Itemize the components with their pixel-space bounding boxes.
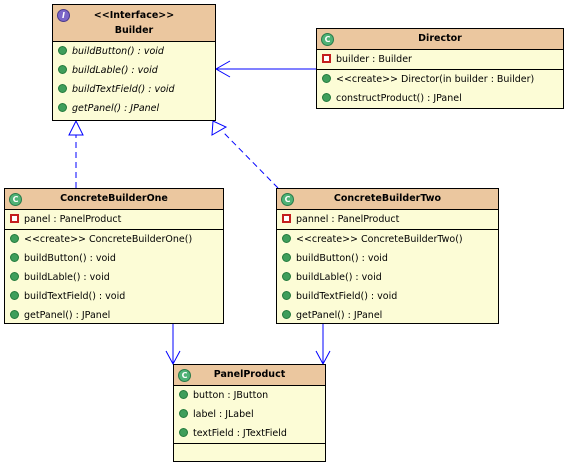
operation-item: buildLable() : void (53, 61, 215, 80)
class-concrete-builder-two-operations: <<create>> ConcreteBuilderTwo() buildBut… (277, 230, 498, 325)
attribute-item: pannel : PanelProduct (277, 210, 498, 229)
public-visibility-icon (282, 234, 291, 243)
operation-item: getPanel() : JPanel (53, 99, 215, 118)
public-visibility-icon (58, 103, 67, 112)
class-concrete-builder-one-attributes: panel : PanelProduct (5, 210, 223, 230)
private-visibility-icon (322, 54, 331, 63)
attribute-item: textField : JTextField (174, 424, 325, 443)
operation-item: <<create>> ConcreteBuilderOne() (5, 230, 223, 249)
class-panel-product-name: PanelProduct (213, 369, 286, 380)
two-builder-realization (221, 130, 279, 189)
public-visibility-icon (58, 84, 67, 93)
public-visibility-icon (322, 74, 331, 83)
operation-item: getPanel() : JPanel (5, 306, 223, 325)
class-icon: C (281, 193, 294, 206)
class-concrete-builder-one-header: C ConcreteBuilderOne (5, 189, 223, 210)
public-visibility-icon (322, 93, 331, 102)
class-concrete-builder-two-header: C ConcreteBuilderTwo (277, 189, 498, 210)
class-panel-product-header: C PanelProduct (174, 365, 325, 386)
public-visibility-icon (10, 253, 19, 262)
class-director-name: Director (418, 33, 462, 44)
public-visibility-icon (179, 428, 188, 437)
operation-item: getPanel() : JPanel (277, 306, 498, 325)
class-concrete-builder-one-name: ConcreteBuilderOne (60, 193, 168, 204)
attribute-item: button : JButton (174, 386, 325, 405)
operation-item: constructProduct() : JPanel (317, 89, 563, 108)
class-panel-product-operations (174, 444, 325, 462)
realization-arrowhead-two (211, 120, 228, 136)
class-director-header: C Director (317, 29, 563, 50)
public-visibility-icon (282, 291, 291, 300)
public-visibility-icon (179, 409, 188, 418)
operation-item: buildTextField() : void (53, 80, 215, 99)
operation-item: <<create>> Director(in builder : Builder… (317, 70, 563, 89)
operation-item: buildLable() : void (277, 268, 498, 287)
class-concrete-builder-two[interactable]: C ConcreteBuilderTwo pannel : PanelProdu… (276, 188, 499, 324)
class-icon: C (321, 33, 334, 46)
public-visibility-icon (10, 272, 19, 281)
attribute-item: panel : PanelProduct (5, 210, 223, 229)
attribute-item: builder : Builder (317, 50, 563, 69)
class-director-attributes: builder : Builder (317, 50, 563, 70)
class-director[interactable]: C Director builder : Builder <<create>> … (316, 28, 564, 109)
class-concrete-builder-one[interactable]: C ConcreteBuilderOne panel : PanelProduc… (4, 188, 224, 324)
attribute-item: label : JLabel (174, 405, 325, 424)
private-visibility-icon (10, 214, 19, 223)
class-builder-stereotype: <<Interface>> (93, 10, 175, 21)
class-builder[interactable]: I <<Interface>> Builder buildButton() : … (52, 4, 216, 121)
class-builder-name: Builder (114, 25, 154, 36)
association-arrowhead (214, 60, 231, 78)
class-builder-operations: buildButton() : void buildLable() : void… (53, 42, 215, 118)
public-visibility-icon (282, 272, 291, 281)
public-visibility-icon (58, 46, 67, 55)
operation-item: buildButton() : void (5, 249, 223, 268)
realization-arrowhead-one (68, 119, 84, 136)
public-visibility-icon (10, 291, 19, 300)
interface-icon: I (57, 9, 70, 22)
operation-item: buildLable() : void (5, 268, 223, 287)
public-visibility-icon (58, 65, 67, 74)
class-icon: C (9, 193, 22, 206)
operation-item: buildTextField() : void (5, 287, 223, 306)
class-concrete-builder-two-attributes: pannel : PanelProduct (277, 210, 498, 230)
class-concrete-builder-one-operations: <<create>> ConcreteBuilderOne() buildBut… (5, 230, 223, 325)
operation-item: buildTextField() : void (277, 287, 498, 306)
class-builder-header: I <<Interface>> Builder (53, 5, 215, 42)
class-director-operations: <<create>> Director(in builder : Builder… (317, 70, 563, 108)
public-visibility-icon (10, 234, 19, 243)
public-visibility-icon (282, 253, 291, 262)
class-panel-product[interactable]: C PanelProduct button : JButton label : … (173, 364, 326, 462)
public-visibility-icon (10, 310, 19, 319)
class-icon: C (178, 369, 191, 382)
class-panel-product-attributes: button : JButton label : JLabel textFiel… (174, 386, 325, 444)
operation-item: <<create>> ConcreteBuilderTwo() (277, 230, 498, 249)
class-concrete-builder-two-name: ConcreteBuilderTwo (333, 193, 442, 204)
operation-item: buildButton() : void (53, 42, 215, 61)
operation-item: buildButton() : void (277, 249, 498, 268)
public-visibility-icon (282, 310, 291, 319)
public-visibility-icon (179, 390, 188, 399)
private-visibility-icon (282, 214, 291, 223)
